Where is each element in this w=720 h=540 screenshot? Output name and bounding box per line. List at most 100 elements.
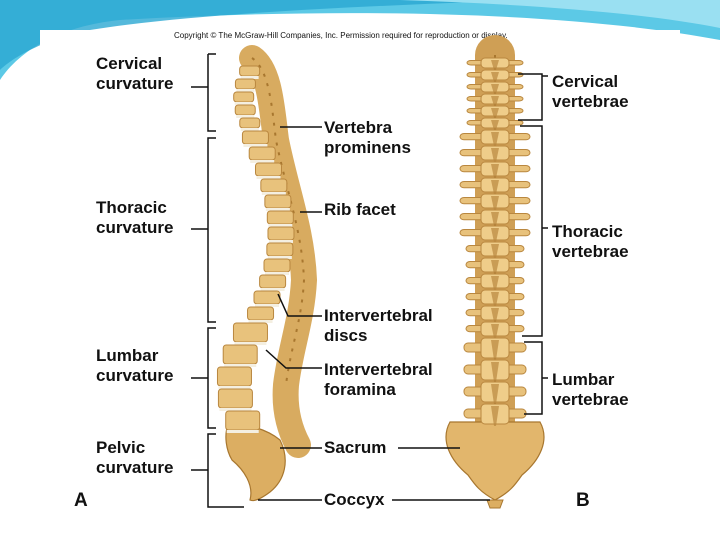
vertebral-body (253, 290, 281, 305)
posterior-vertebra (465, 289, 525, 306)
intervertebral-disc (234, 342, 267, 345)
spinous-process (491, 340, 499, 360)
vertebral-body (247, 306, 275, 321)
sacrum-label: Sacrum (324, 438, 387, 457)
intervertebral-disc (267, 256, 292, 259)
spinous-process (491, 108, 499, 118)
spinous-process (491, 148, 499, 162)
spinous-process (491, 308, 499, 322)
intervertebral-disc (219, 408, 252, 411)
intervertebral-disc (240, 76, 259, 79)
spinous-process (491, 362, 499, 382)
vertebral-body (259, 274, 287, 289)
intervertebral-disc (240, 128, 259, 131)
posterior-vertebra (465, 305, 525, 322)
spinous-process (491, 120, 499, 130)
posterior-vertebra (459, 145, 531, 162)
intervertebral-disc (256, 176, 281, 179)
intervertebral-disc (243, 144, 268, 147)
intervertebral-disc (226, 430, 259, 433)
posterior-vertebra (459, 177, 531, 194)
sacrum-lateral (225, 423, 286, 502)
intervertebral-disc (234, 102, 253, 105)
spinous-process (491, 276, 499, 290)
vertebral-body (234, 78, 256, 90)
posterior-vertebra (465, 321, 525, 338)
spinous-process (491, 212, 499, 226)
vertebral-body (222, 344, 258, 365)
posterior-vertebra (465, 241, 525, 258)
posterior-vertebra (465, 257, 525, 274)
lateral-vertebral-bodies (216, 65, 295, 433)
spinous-process (491, 292, 499, 306)
posterior-vertebra (466, 117, 524, 130)
coccyx-posterior (486, 499, 504, 509)
vertebral-body (233, 91, 255, 103)
posterior-vertebra (459, 161, 531, 178)
intervertebral-disc (268, 240, 293, 243)
vertebral-body (225, 410, 261, 431)
spinous-process (491, 244, 499, 258)
spinous-process (491, 96, 499, 106)
spinous-process (491, 228, 499, 242)
posterior-vertebra (463, 337, 527, 360)
vertebral-body (248, 146, 276, 161)
spinous-process (491, 196, 499, 210)
spinous-process (491, 406, 499, 426)
intervertebral-disc (265, 208, 290, 211)
posterior-vertebrae (459, 57, 531, 426)
posterior-vertebra (466, 93, 524, 106)
spinous-process (491, 72, 499, 82)
intervertebral-disc (236, 89, 255, 92)
sacrum-posterior (445, 421, 545, 501)
left-brackets (191, 53, 244, 508)
vertebral-body (263, 258, 291, 273)
vertebral-body (266, 242, 294, 257)
posterior-vertebra (459, 129, 531, 146)
posterior-vertebra (463, 359, 527, 382)
intervertebral-disc (236, 115, 255, 118)
spinous-process (491, 164, 499, 178)
spinous-process (491, 84, 499, 94)
vertebral-body (264, 194, 292, 209)
middle-leader-lines (258, 126, 490, 501)
vertebral-body (267, 226, 295, 241)
copyright-notice: Copyright © The McGraw-Hill Companies, I… (174, 31, 508, 40)
posterior-vertebra (466, 81, 524, 94)
spinous-process (491, 384, 499, 404)
posterior-vertebra (466, 105, 524, 118)
vertebral-body (232, 322, 268, 343)
panel-label-b: B (576, 490, 590, 511)
intervertebral-disc (218, 386, 251, 389)
lateral-spine (225, 45, 318, 502)
intervertebral-disc (254, 304, 279, 307)
intervertebral-disc (268, 224, 293, 227)
posterior-vertebra (459, 209, 531, 226)
right-brackets (518, 73, 548, 415)
spinous-process (491, 132, 499, 146)
posterior-vertebra (466, 57, 524, 70)
panel-label-a: A (74, 490, 88, 511)
coccyx-label: Coccyx (324, 490, 385, 509)
spine-figure: Copyright © The McGraw-Hill Companies, I… (40, 30, 680, 520)
vertebral-body (239, 65, 261, 77)
vertebral-body (217, 388, 253, 409)
spine-illustration (191, 35, 548, 509)
intervertebral-disc (264, 272, 289, 275)
posterior-vertebra (459, 193, 531, 210)
spinous-process (491, 180, 499, 194)
vertebral-body (266, 210, 294, 225)
posterior-vertebra (465, 273, 525, 290)
spinous-process (491, 260, 499, 274)
rib-facet-label: Rib facet (324, 200, 396, 219)
vertebral-body (239, 117, 261, 129)
